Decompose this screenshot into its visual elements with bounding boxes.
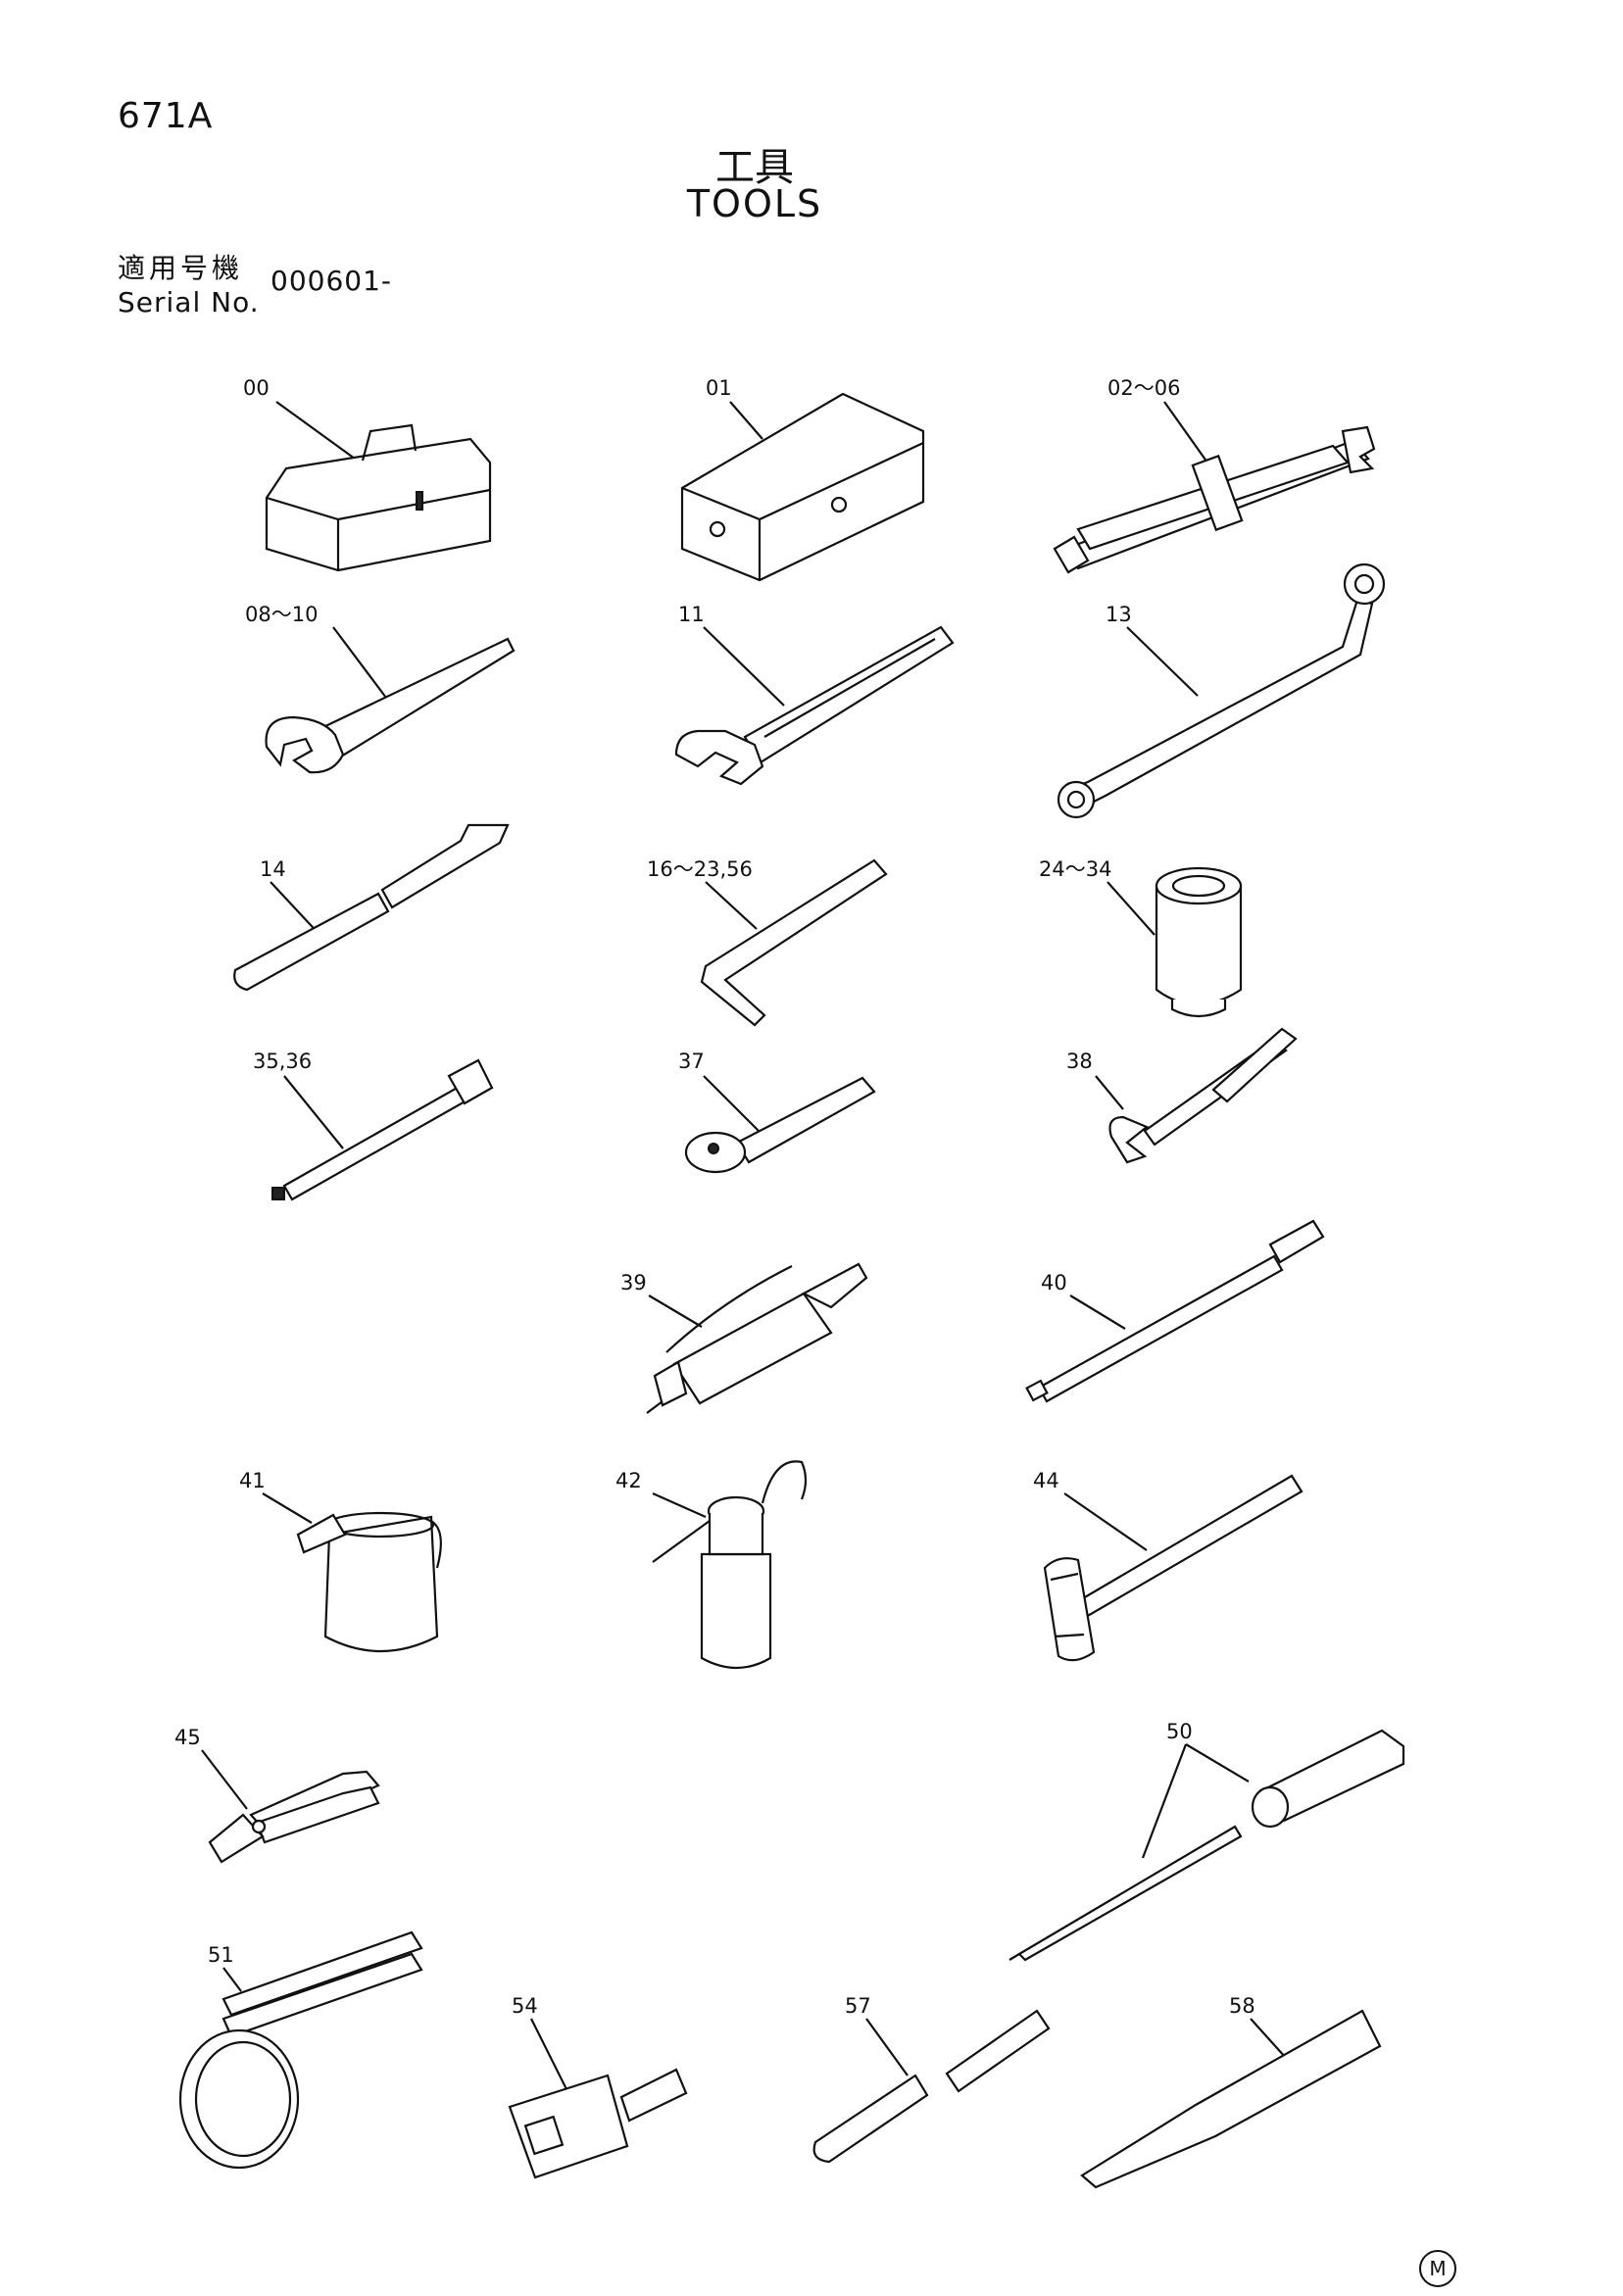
bar-14: 14 — [233, 823, 510, 992]
callout-label-40: 40 — [1041, 1271, 1067, 1295]
callout-label-57: 57 — [845, 1994, 871, 2018]
callout-label-16-23-56: 16〜23,56 — [647, 857, 753, 881]
callout-label-35-36: 35,36 — [253, 1050, 312, 1073]
grease-gun-39: 39 — [620, 1262, 868, 1414]
callout-label-13: 13 — [1106, 603, 1132, 626]
callout-label-51: 51 — [208, 1943, 234, 1967]
extension-bar-35-36: 35,36 — [253, 1050, 494, 1201]
tool-box-00: 00 — [243, 376, 492, 572]
open-wrench-08-10: 08〜10 — [245, 603, 516, 774]
hex-key-16-23-56: 16〜23,56 — [647, 857, 888, 1027]
callout-label-01: 01 — [706, 376, 732, 400]
torque-wrench-40: 40 — [1025, 1219, 1325, 1403]
socket-24-34: 24〜34 — [1039, 857, 1243, 1018]
callout-label-11: 11 — [678, 603, 705, 626]
oil-can-41: 41 — [239, 1469, 442, 1653]
callout-label-24-34: 24〜34 — [1039, 857, 1111, 881]
wrench-set-02-06: 02〜06 — [1053, 376, 1376, 574]
callout-label-41: 41 — [239, 1469, 266, 1492]
callout-label-39: 39 — [620, 1271, 647, 1295]
serial-value: 000601- — [270, 265, 392, 297]
title-japanese: 工具 — [715, 145, 794, 190]
metal-box-01: 01 — [680, 376, 925, 582]
ratchet-handle-37: 37 — [678, 1050, 876, 1174]
serial-label-english: Serial No. — [118, 286, 260, 318]
pliers-45: 45 — [174, 1726, 380, 1864]
callout-label-02-06: 02〜06 — [1107, 376, 1180, 400]
screwdriver-50: 50 — [1008, 1720, 1405, 1962]
callout-label-54: 54 — [512, 1994, 538, 2018]
callout-label-14: 14 — [260, 857, 286, 881]
box-wrench-13: 13 — [1057, 562, 1386, 819]
pipe-57: 57 — [812, 1994, 1051, 2164]
callout-label-50: 50 — [1166, 1720, 1193, 1743]
callout-label-37: 37 — [678, 1050, 705, 1073]
callout-label-08-10: 08〜10 — [245, 603, 318, 626]
callout-label-44: 44 — [1033, 1469, 1059, 1492]
callout-label-42: 42 — [615, 1469, 642, 1492]
oiler-42: 42 — [615, 1460, 808, 1669]
hammer-44: 44 — [1033, 1469, 1303, 1662]
callout-label-45: 45 — [174, 1726, 201, 1749]
serial-label-japanese: 適用号機 — [118, 252, 244, 284]
page-id: 671A — [118, 96, 214, 136]
chisel-58: 58 — [1080, 1994, 1382, 2189]
filter-wrench-51: 51 — [178, 1930, 423, 2170]
title-english: TOOLS — [686, 182, 823, 225]
socket-adapter-54: 54 — [508, 1994, 688, 2179]
t-wrench-38: 38 — [1066, 1027, 1298, 1164]
adjustable-wrench-11: 11 — [674, 603, 955, 786]
callout-label-00: 00 — [243, 376, 270, 400]
callout-label-58: 58 — [1229, 1994, 1255, 2018]
callout-label-38: 38 — [1066, 1050, 1093, 1073]
circled-m-mark: M — [1419, 2250, 1456, 2287]
